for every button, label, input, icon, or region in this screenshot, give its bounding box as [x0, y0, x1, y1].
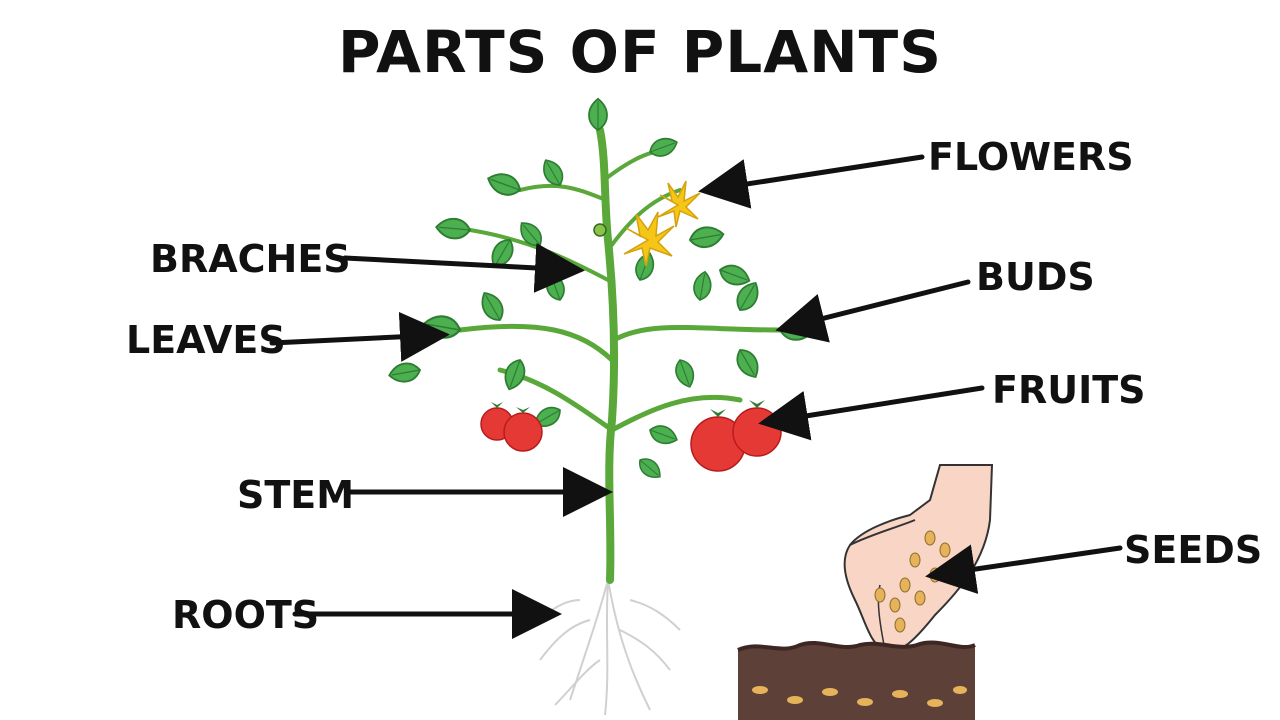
arrow-leaves [269, 311, 450, 362]
label-stem: STEM [237, 473, 355, 517]
label-buds: BUDS [976, 255, 1095, 299]
arrow-braches [342, 242, 585, 293]
arrow-fruits [758, 385, 985, 441]
label-roots: ROOTS [172, 593, 320, 637]
diagram-title: PARTS OF PLANTS [337, 18, 942, 86]
arrow-flowers [698, 154, 925, 209]
arrow-buds [775, 279, 971, 343]
label-braches: BRACHES [150, 237, 351, 281]
roots-graphic [539, 579, 681, 716]
label-leaves: LEAVES [126, 318, 286, 362]
stem-graphic [457, 126, 783, 584]
label-seeds: SEEDS [1124, 528, 1263, 572]
soil-graphic [737, 640, 976, 720]
label-fruits: FRUITS [992, 368, 1146, 412]
label-flowers: FLOWERS [928, 135, 1134, 179]
flowers-graphic [593, 180, 701, 267]
arrow-seeds [925, 544, 1123, 594]
fruits-graphic [480, 400, 782, 472]
